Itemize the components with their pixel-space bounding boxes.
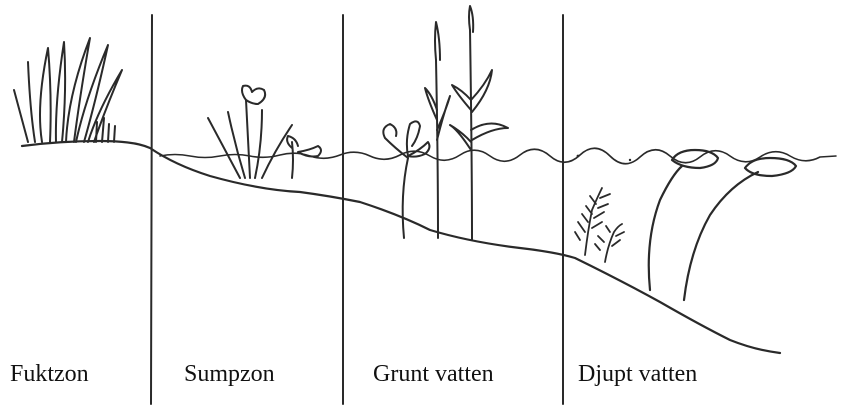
reed-plant-icon bbox=[425, 6, 508, 240]
zone-dividers bbox=[151, 15, 563, 404]
zone-label-fuktzon: Fuktzon bbox=[10, 362, 89, 386]
zone-label-grunt-vatten: Grunt vatten bbox=[373, 362, 494, 386]
ground-profile-line bbox=[22, 141, 780, 353]
marsh-plant-icon bbox=[208, 86, 321, 178]
water-plant-icon bbox=[383, 121, 429, 238]
grass-clump-icon bbox=[14, 38, 122, 142]
water-detail-marks bbox=[577, 155, 632, 162]
water-dot bbox=[577, 155, 580, 158]
divider-line bbox=[151, 15, 152, 404]
zone-label-sumpzon: Sumpzon bbox=[184, 362, 275, 386]
water-lily-icon bbox=[649, 150, 796, 300]
zone-label-djupt-vatten: Djupt vatten bbox=[578, 362, 697, 386]
submerged-plant-icon bbox=[575, 188, 624, 262]
water-surface-line bbox=[160, 148, 836, 164]
water-dot bbox=[629, 159, 631, 161]
